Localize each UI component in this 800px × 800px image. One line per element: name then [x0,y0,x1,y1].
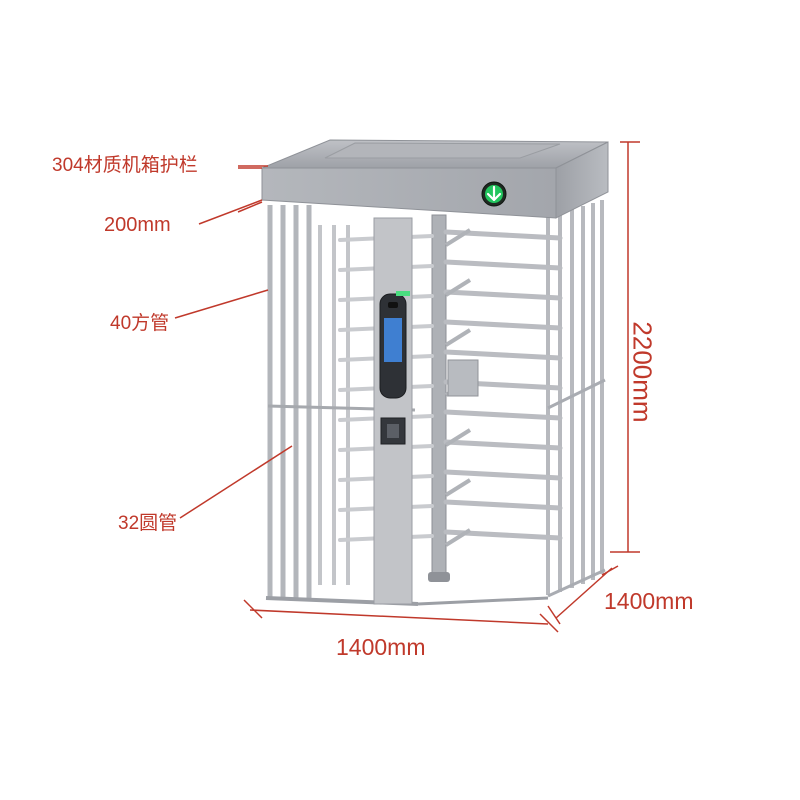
side-mid-rail [547,378,606,410]
front-fence [267,205,312,598]
front-bottom-rail-right [417,596,549,606]
face-reader-camera [388,302,398,308]
label-square-tube: 40方管 [110,313,170,334]
center-post [373,217,413,605]
label-height-dimension: 2200mm [627,321,658,423]
annotation-lines [174,141,640,633]
rotor-pole [431,214,447,576]
side-bottom-rail [547,568,606,598]
rotor-base [428,572,450,582]
side-fence [546,200,604,595]
cabinet-side [555,141,609,219]
rotor-block [447,359,479,397]
cabinet-top-panel [324,142,561,159]
face-reader-screen [384,318,402,362]
rear-fence [318,225,350,585]
label-round-tube: 32圆管 [118,513,178,534]
green-arrow-down-icon [485,185,503,203]
label-width-dimension: 1400mm [336,634,426,660]
rotor-arms [443,229,563,541]
label-cabinet-material: 304材质机箱护栏 [52,155,198,176]
cabinet-front [261,167,557,219]
card-reader-mark [387,424,399,438]
green-light-strip [396,291,410,296]
label-cabinet-height: 200mm [104,214,171,236]
label-depth-dimension: 1400mm [604,588,694,614]
